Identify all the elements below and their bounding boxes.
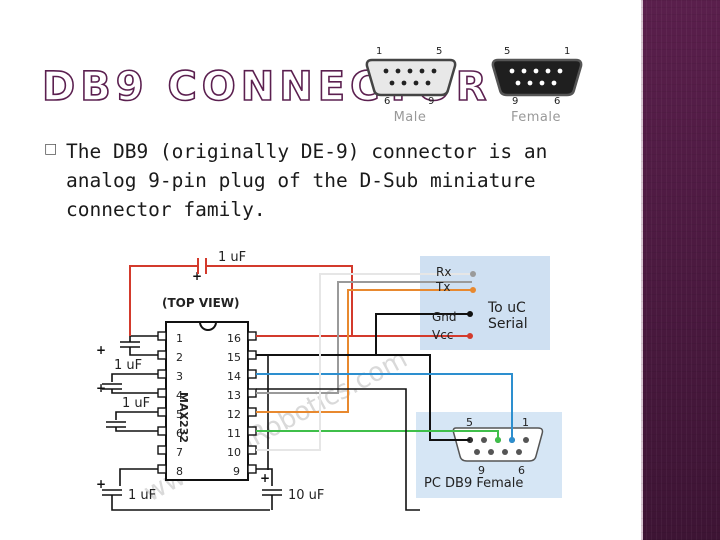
bullet-item: □ The DB9 (originally DE-9) connector is… — [44, 137, 564, 224]
pin-label-left: 4 — [176, 389, 183, 402]
db9-pin-5-label: 5 — [466, 416, 473, 429]
uc-label-2: Serial — [488, 316, 528, 332]
female-pin-label-tl: 5 — [504, 46, 511, 57]
bullet-text: The DB9 (originally DE-9) connector is a… — [66, 140, 548, 221]
male-pin-label-br: 9 — [428, 96, 435, 107]
db9-male-connector: 1 5 6 9 Male — [350, 44, 470, 130]
male-pin-label-tr: 5 — [436, 46, 443, 57]
max232-chip — [165, 321, 249, 481]
female-pin-label-br: 6 — [554, 96, 561, 107]
svg-text:+: + — [96, 477, 106, 491]
pin-label-right: 10 — [227, 446, 241, 459]
male-label: Male — [393, 110, 427, 125]
pin-label-right: 16 — [227, 332, 241, 345]
pin-label-right: 13 — [227, 389, 241, 402]
svg-text:+: + — [192, 269, 202, 283]
db9-pin-6-label: 6 — [518, 464, 525, 477]
pin-label-left: 7 — [176, 446, 183, 459]
max232-schematic: www.SunRobotics.com — [90, 244, 570, 516]
side-band-rule — [641, 0, 643, 540]
top-view-label: (TOP VIEW) — [162, 296, 240, 310]
db9-male-shape — [365, 58, 457, 97]
pin-label-left: 5 — [176, 408, 183, 421]
top-cap-label: 1 uF — [218, 250, 247, 265]
pin-label-right: 15 — [227, 351, 241, 364]
female-pin-label-tr: 1 — [564, 46, 571, 57]
cap-bottom-left-label: 1 uF — [128, 488, 157, 503]
db9-female-connector: 5 1 9 6 Female — [476, 44, 596, 130]
pin-label-left: 6 — [176, 427, 183, 440]
female-pin-label-bl: 9 — [512, 96, 519, 107]
pin-label-left: 2 — [176, 351, 183, 364]
signal-tx-label: Tx — [436, 280, 451, 294]
schematic-drawing: www.SunRobotics.com — [96, 256, 562, 511]
pin-label-right: 11 — [227, 427, 241, 440]
db9-pin-1-label: 1 — [522, 416, 529, 429]
accent-side-band — [641, 0, 720, 540]
cap-left-1-label: 1 uF — [114, 358, 143, 373]
svg-text:+: + — [96, 381, 106, 395]
female-label: Female — [510, 110, 561, 125]
uc-label-1: To uC — [488, 300, 526, 316]
db9-female-shape — [491, 58, 583, 97]
checkbox-bullet-icon: □ — [44, 141, 58, 157]
signal-gnd-label: Gnd — [432, 310, 457, 324]
pin-label-left: 8 — [176, 465, 183, 478]
cap-left-2-label: 1 uF — [122, 396, 151, 411]
pin-label-right: 9 — [233, 465, 240, 478]
svg-text:+: + — [260, 471, 270, 485]
svg-text:+: + — [96, 343, 106, 357]
db9-caption: PC DB9 Female — [424, 476, 524, 491]
pin-label-left: 1 — [176, 332, 183, 345]
signal-rx-label: Rx — [436, 265, 452, 279]
uc-panel — [420, 256, 550, 350]
side-band-texture — [641, 0, 720, 540]
male-pin-label-tl: 1 — [376, 46, 383, 57]
pin-label-right: 14 — [227, 370, 241, 383]
male-pin-label-bl: 6 — [384, 96, 391, 107]
signal-vcc-label: Vcc — [432, 328, 454, 342]
cap-bottom-right-label: 10 uF — [288, 488, 325, 503]
pin-label-right: 12 — [227, 408, 241, 421]
db9-pin-9-label: 9 — [478, 464, 485, 477]
pin-label-left: 3 — [176, 370, 183, 383]
